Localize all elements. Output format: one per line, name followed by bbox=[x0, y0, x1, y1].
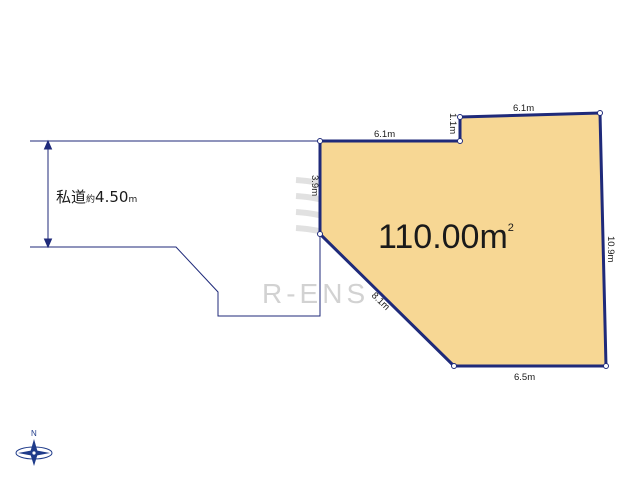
lot-area-unit: m bbox=[479, 218, 507, 256]
watermark-text: R-ENS bbox=[262, 278, 369, 309]
road-label-name: 私道 bbox=[56, 188, 86, 206]
lot-area-label: 110.00m2 bbox=[378, 218, 514, 256]
road-label: 私道約4.50m bbox=[56, 188, 137, 206]
road-label-approx: 約 bbox=[86, 193, 95, 205]
dim-top-right-edge: 6.1m bbox=[513, 103, 534, 114]
road-label-unit: m bbox=[128, 195, 137, 205]
road-width-arrow bbox=[43, 139, 53, 249]
lot-area-value: 110.00 bbox=[378, 218, 479, 256]
dim-left-edge: 3.9m bbox=[309, 175, 320, 196]
lot-vertices bbox=[317, 110, 609, 369]
lot-area-unit-superscript: 2 bbox=[508, 222, 514, 234]
vertex-marker bbox=[457, 138, 463, 144]
vertex-marker bbox=[317, 231, 323, 237]
vertex-marker bbox=[603, 363, 609, 369]
compass-north-label: N bbox=[31, 429, 37, 438]
compass-rose-icon: N bbox=[15, 429, 53, 466]
vertex-marker bbox=[597, 110, 603, 116]
vertex-marker bbox=[451, 363, 457, 369]
dim-right-edge: 10.9m bbox=[605, 236, 616, 262]
vertex-marker bbox=[457, 114, 463, 120]
dim-bottom-edge: 6.5m bbox=[514, 372, 535, 383]
vertex-marker bbox=[317, 138, 323, 144]
road-label-width: 4.50 bbox=[95, 188, 128, 206]
lot-polygon bbox=[318, 111, 608, 368]
dim-step-edge: 1.1m bbox=[447, 113, 458, 134]
dim-top-left-edge: 6.1m bbox=[374, 129, 395, 140]
private-road-outline bbox=[30, 140, 321, 317]
